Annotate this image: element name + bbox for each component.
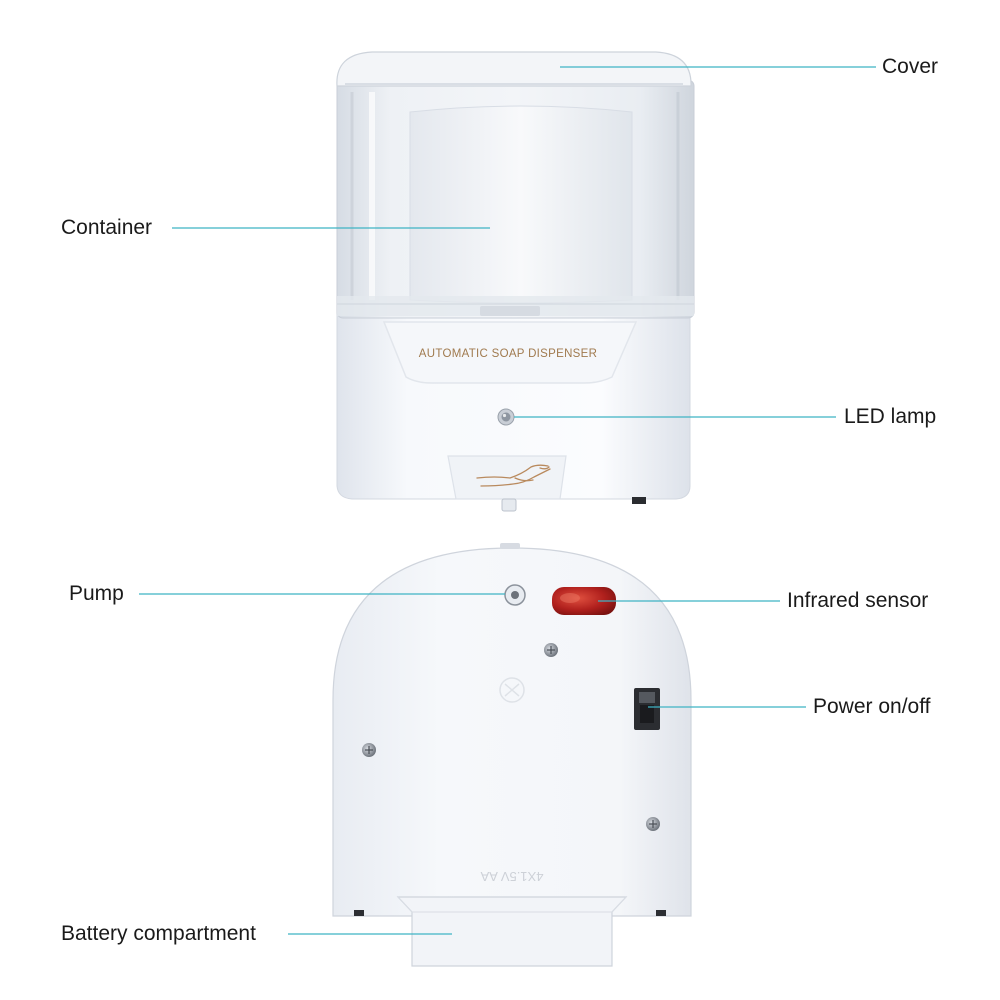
front-label-text: AUTOMATIC SOAP DISPENSER bbox=[419, 348, 597, 360]
pump-icon bbox=[504, 584, 526, 606]
label-pump: Pump bbox=[69, 582, 124, 605]
front-foot bbox=[632, 497, 646, 504]
cover bbox=[336, 51, 692, 87]
label-infrared-sensor: Infrared sensor bbox=[787, 589, 929, 612]
label-battery-compartment: Battery compartment bbox=[61, 922, 256, 945]
leader-lines bbox=[139, 66, 876, 935]
label-power-switch: Power on/off bbox=[813, 695, 931, 718]
nozzle bbox=[501, 498, 517, 512]
screw-icon bbox=[362, 743, 376, 757]
infrared-sensor bbox=[552, 587, 616, 615]
hand-icon bbox=[476, 464, 551, 487]
label-cover: Cover bbox=[882, 55, 939, 78]
back-view: 4X1.5V AA bbox=[332, 543, 692, 967]
label-container: Container bbox=[61, 216, 153, 239]
label-led-lamp: LED lamp bbox=[844, 405, 937, 428]
switch-icon bbox=[634, 688, 660, 730]
label-panel bbox=[382, 321, 638, 384]
screw-icon bbox=[646, 817, 660, 831]
front-view: AUTOMATIC SOAP DISPENSER bbox=[336, 51, 695, 512]
inner-bottle bbox=[409, 105, 633, 304]
screw-icon bbox=[544, 643, 558, 657]
back-battery-text: 4X1.5V AA bbox=[480, 869, 543, 884]
battery-compartment bbox=[396, 896, 628, 967]
led-icon bbox=[497, 408, 515, 426]
